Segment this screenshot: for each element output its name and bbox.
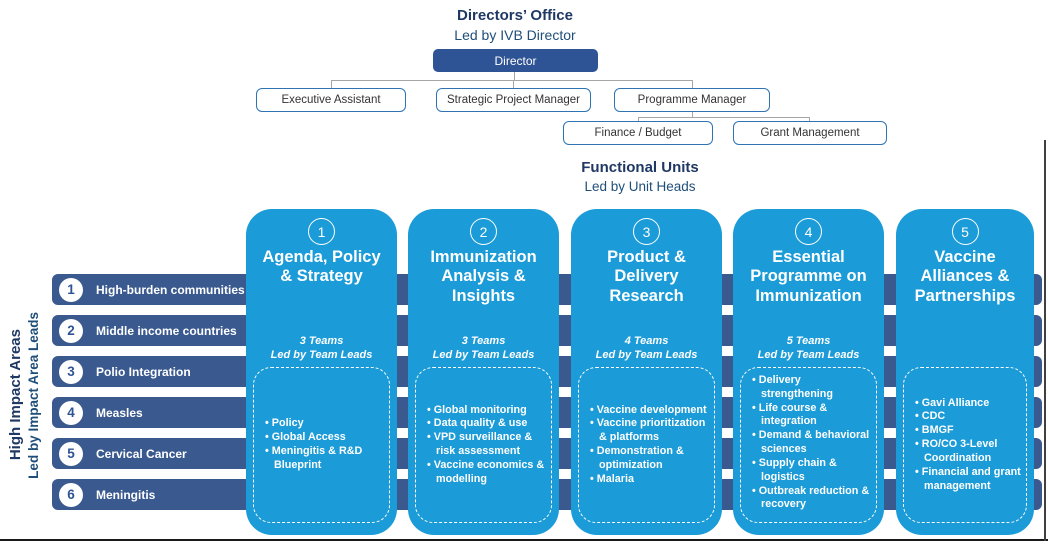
impact-area-number-badge: 5: [59, 441, 83, 466]
directors-office-subtitle: Led by IVB Director: [454, 26, 576, 43]
staff-box-strategic-project-manager: Strategic Project Manager: [436, 88, 591, 112]
unit-teams-lead: Led by Team Leads: [432, 349, 535, 362]
unit-number-badge: 1: [308, 218, 335, 245]
unit-bullet-list: Policy Global Access Meningitis & R&D Bl…: [254, 411, 389, 478]
unit-bullet: Financial and grant management: [915, 466, 1022, 494]
unit-bullet-list: Global monitoring Data quality & use VPD…: [416, 398, 551, 493]
unit-bullet-list: Vaccine development Vaccine prioritizati…: [579, 398, 714, 493]
impact-area-label: Measles: [96, 405, 143, 420]
unit-title: Vaccine Alliances & Partnerships: [914, 248, 1016, 305]
unit-bullet: Meningitis & R&D Blueprint: [265, 445, 385, 473]
unit-bullet: Outbreak reduction & recovery: [752, 485, 872, 513]
unit-teams-note: 5 Teams Led by Team Leads: [733, 334, 884, 363]
unit-bullet: Data quality & use: [427, 417, 547, 431]
report-box-finance-budget: Finance / Budget: [563, 121, 713, 145]
connector-drop-finance-budget: [638, 117, 639, 121]
connector-level1-horizontal: [331, 80, 692, 81]
slide-bottom-border: [0, 539, 1048, 541]
unit-bullet: VPD surveillance & risk assessment: [427, 431, 547, 459]
connector-director-stem: [514, 72, 515, 80]
connector-programme-manager-stem: [692, 112, 693, 117]
unit-bullet: Global Access: [265, 431, 385, 445]
high-impact-areas-subtitle: Led by Impact Area Leads: [26, 311, 41, 479]
functional-units-header: Functional Units Led by Unit Heads: [490, 158, 790, 195]
unit-teams-panel: Vaccine development Vaccine prioritizati…: [578, 367, 715, 523]
unit-teams-panel: Delivery strengthening Life course & int…: [740, 367, 877, 523]
unit-teams-lead: Led by Team Leads: [595, 349, 698, 362]
unit-column-agenda-policy-strategy: 1 Agenda, Policy & Strategy 3 Teams Led …: [246, 209, 397, 535]
connector-drop-strategic-project-manager: [513, 80, 514, 88]
unit-teams-count: 3 Teams: [461, 335, 506, 347]
unit-column-immunization-analysis-insights: 2 Immunization Analysis & Insights 3 Tea…: [408, 209, 559, 535]
unit-bullet: CDC: [915, 410, 1022, 424]
unit-bullet: Global monitoring: [427, 404, 547, 418]
unit-bullet: Gavi Alliance: [915, 397, 1022, 411]
unit-number-badge: 5: [951, 218, 979, 245]
high-impact-areas-header: High Impact Areas Led by Impact Area Lea…: [0, 272, 48, 518]
unit-bullet: Vaccine economics & modelling: [427, 459, 547, 487]
impact-area-number-badge: 1: [59, 277, 83, 302]
unit-column-product-delivery-research: 3 Product & Delivery Research 4 Teams Le…: [571, 209, 722, 535]
directors-office-header: Directors’ Office Led by IVB Director: [340, 6, 690, 44]
connector-drop-executive-assistant: [331, 80, 332, 88]
staff-box-executive-assistant: Executive Assistant: [256, 88, 406, 112]
directors-office-title: Directors’ Office: [457, 7, 573, 24]
unit-bullet: Demand & behavioral sciences: [752, 429, 872, 457]
unit-bullet: Supply chain & logistics: [752, 457, 872, 485]
unit-bullet: Demonstration & optimization: [590, 445, 710, 473]
impact-area-number-badge: 6: [59, 482, 83, 507]
impact-area-label: Meningitis: [96, 487, 156, 502]
impact-area-number-badge: 3: [59, 359, 83, 384]
high-impact-areas-title: High Impact Areas: [7, 329, 24, 461]
unit-bullet: Life course & integration: [752, 402, 872, 430]
unit-teams-count: 5 Teams: [786, 335, 831, 347]
functional-units-subtitle: Led by Unit Heads: [584, 178, 696, 194]
unit-teams-panel: Policy Global Access Meningitis & R&D Bl…: [253, 367, 390, 523]
unit-column-vaccine-alliances-partnerships: 5 Vaccine Alliances & Partnerships Gavi …: [896, 209, 1034, 535]
impact-area-label: High-burden communities: [96, 282, 245, 297]
unit-number-badge: 3: [633, 218, 660, 245]
unit-bullet: Vaccine development: [590, 404, 710, 418]
unit-number-badge: 2: [470, 218, 497, 245]
unit-title: Agenda, Policy & Strategy: [262, 248, 381, 286]
report-box-grant-management: Grant Management: [733, 121, 887, 145]
unit-bullet: Vaccine prioritization & platforms: [590, 417, 710, 445]
impact-area-label: Polio Integration: [96, 364, 191, 379]
unit-teams-note: 4 Teams Led by Team Leads: [571, 334, 722, 363]
unit-teams-lead: Led by Team Leads: [270, 349, 373, 362]
unit-teams-panel: Gavi Alliance CDC BMGF RO/CO 3-Level Coo…: [903, 367, 1027, 523]
unit-bullet: Malaria: [590, 473, 710, 487]
connector-drop-grant-management: [809, 117, 810, 121]
slide-right-border: [1044, 140, 1046, 541]
unit-bullet: Policy: [265, 417, 385, 431]
unit-teams-count: 3 Teams: [299, 335, 344, 347]
unit-column-essential-programme-on-immunization: 4 Essential Programme on Immunization 5 …: [733, 209, 884, 535]
impact-area-number-badge: 2: [59, 318, 83, 343]
unit-title: Essential Programme on Immunization: [750, 248, 867, 305]
unit-title: Product & Delivery Research: [607, 248, 686, 305]
functional-units-title: Functional Units: [581, 159, 699, 176]
unit-bullet-list: Gavi Alliance CDC BMGF RO/CO 3-Level Coo…: [904, 391, 1026, 500]
unit-teams-note: 3 Teams Led by Team Leads: [246, 334, 397, 363]
unit-bullet: BMGF: [915, 424, 1022, 438]
connector-level2-horizontal: [638, 117, 810, 118]
unit-title: Immunization Analysis & Insights: [430, 248, 537, 305]
impact-area-label: Cervical Cancer: [96, 446, 187, 461]
connector-drop-programme-manager: [692, 80, 693, 88]
unit-number-badge: 4: [795, 218, 822, 245]
staff-box-programme-manager: Programme Manager: [614, 88, 770, 112]
unit-teams-count: 4 Teams: [624, 335, 669, 347]
unit-teams-lead: Led by Team Leads: [757, 349, 860, 362]
impact-area-label: Middle income countries: [96, 323, 237, 338]
impact-area-number-badge: 4: [59, 400, 83, 425]
unit-bullet-list: Delivery strengthening Life course & int…: [741, 368, 876, 518]
unit-teams-panel: Global monitoring Data quality & use VPD…: [415, 367, 552, 523]
unit-bullet: RO/CO 3-Level Coordination: [915, 438, 1022, 466]
director-box: Director: [433, 49, 598, 72]
unit-teams-note: 3 Teams Led by Team Leads: [408, 334, 559, 363]
unit-bullet: Delivery strengthening: [752, 374, 872, 402]
